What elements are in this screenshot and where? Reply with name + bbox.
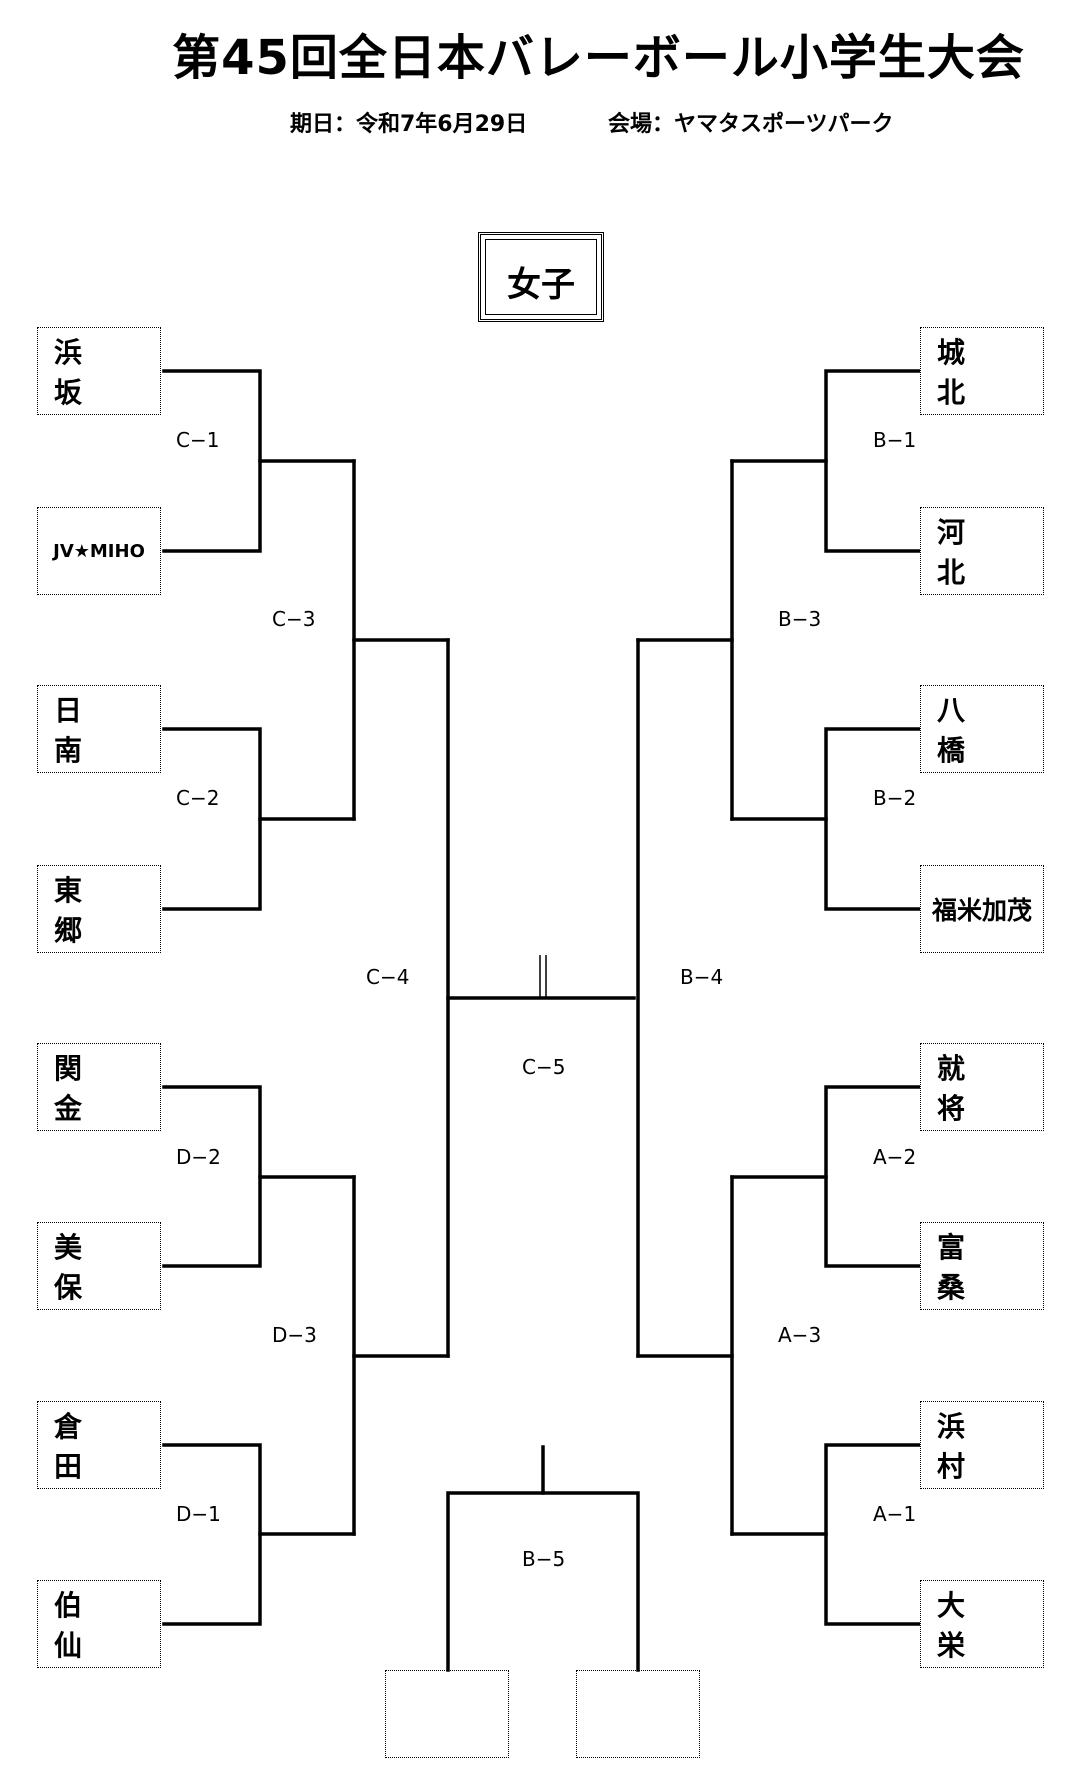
team-left-5: 関 金 [37, 1043, 161, 1131]
date-text: 期日：令和7年6月29日 [290, 112, 528, 137]
empty-team-box-right [576, 1670, 700, 1758]
team-left-4: 東 郷 [37, 865, 161, 953]
team-right-2: 河 北 [920, 507, 1044, 595]
match-label-b4: B−4 [680, 965, 724, 989]
match-label-a2: A−2 [873, 1145, 917, 1169]
team-right-5: 就 将 [920, 1043, 1044, 1131]
team-right-1: 城 北 [920, 327, 1044, 415]
team-left-3: 日 南 [37, 685, 161, 773]
match-label-c5: C−5 [522, 1055, 566, 1079]
match-label-c1: C−1 [176, 428, 220, 452]
team-left-6: 美 保 [37, 1222, 161, 1310]
match-label-b2: B−2 [873, 786, 917, 810]
team-left-8: 伯 仙 [37, 1580, 161, 1668]
venue-text: 会場：ヤマタスポーツパーク [608, 112, 894, 137]
match-label-b5: B−5 [522, 1547, 566, 1571]
match-label-c4: C−4 [366, 965, 410, 989]
match-label-c2: C−2 [176, 786, 220, 810]
team-left-7: 倉 田 [37, 1401, 161, 1489]
team-right-6: 富 桑 [920, 1222, 1044, 1310]
team-right-8: 大 栄 [920, 1580, 1044, 1668]
page-title: 第45回全日本バレーボール小学生大会 [172, 30, 1025, 86]
match-label-a3: A−3 [778, 1323, 822, 1347]
team-left-1: 浜 坂 [37, 327, 161, 415]
match-label-d2: D−2 [176, 1145, 221, 1169]
empty-team-box-left [385, 1670, 509, 1758]
team-left-2: JV★MIHO [37, 507, 161, 595]
team-right-4: 福米加茂 [920, 865, 1044, 953]
match-label-a1: A−1 [873, 1502, 917, 1526]
match-label-d1: D−1 [176, 1502, 221, 1526]
category-box: 女子 [478, 232, 604, 322]
match-label-d3: D−3 [272, 1323, 317, 1347]
match-label-b3: B−3 [778, 607, 822, 631]
category-label: 女子 [507, 265, 575, 305]
team-right-3: 八 橋 [920, 685, 1044, 773]
match-label-c3: C−3 [272, 607, 316, 631]
match-label-b1: B−1 [873, 428, 917, 452]
team-right-7: 浜 村 [920, 1401, 1044, 1489]
